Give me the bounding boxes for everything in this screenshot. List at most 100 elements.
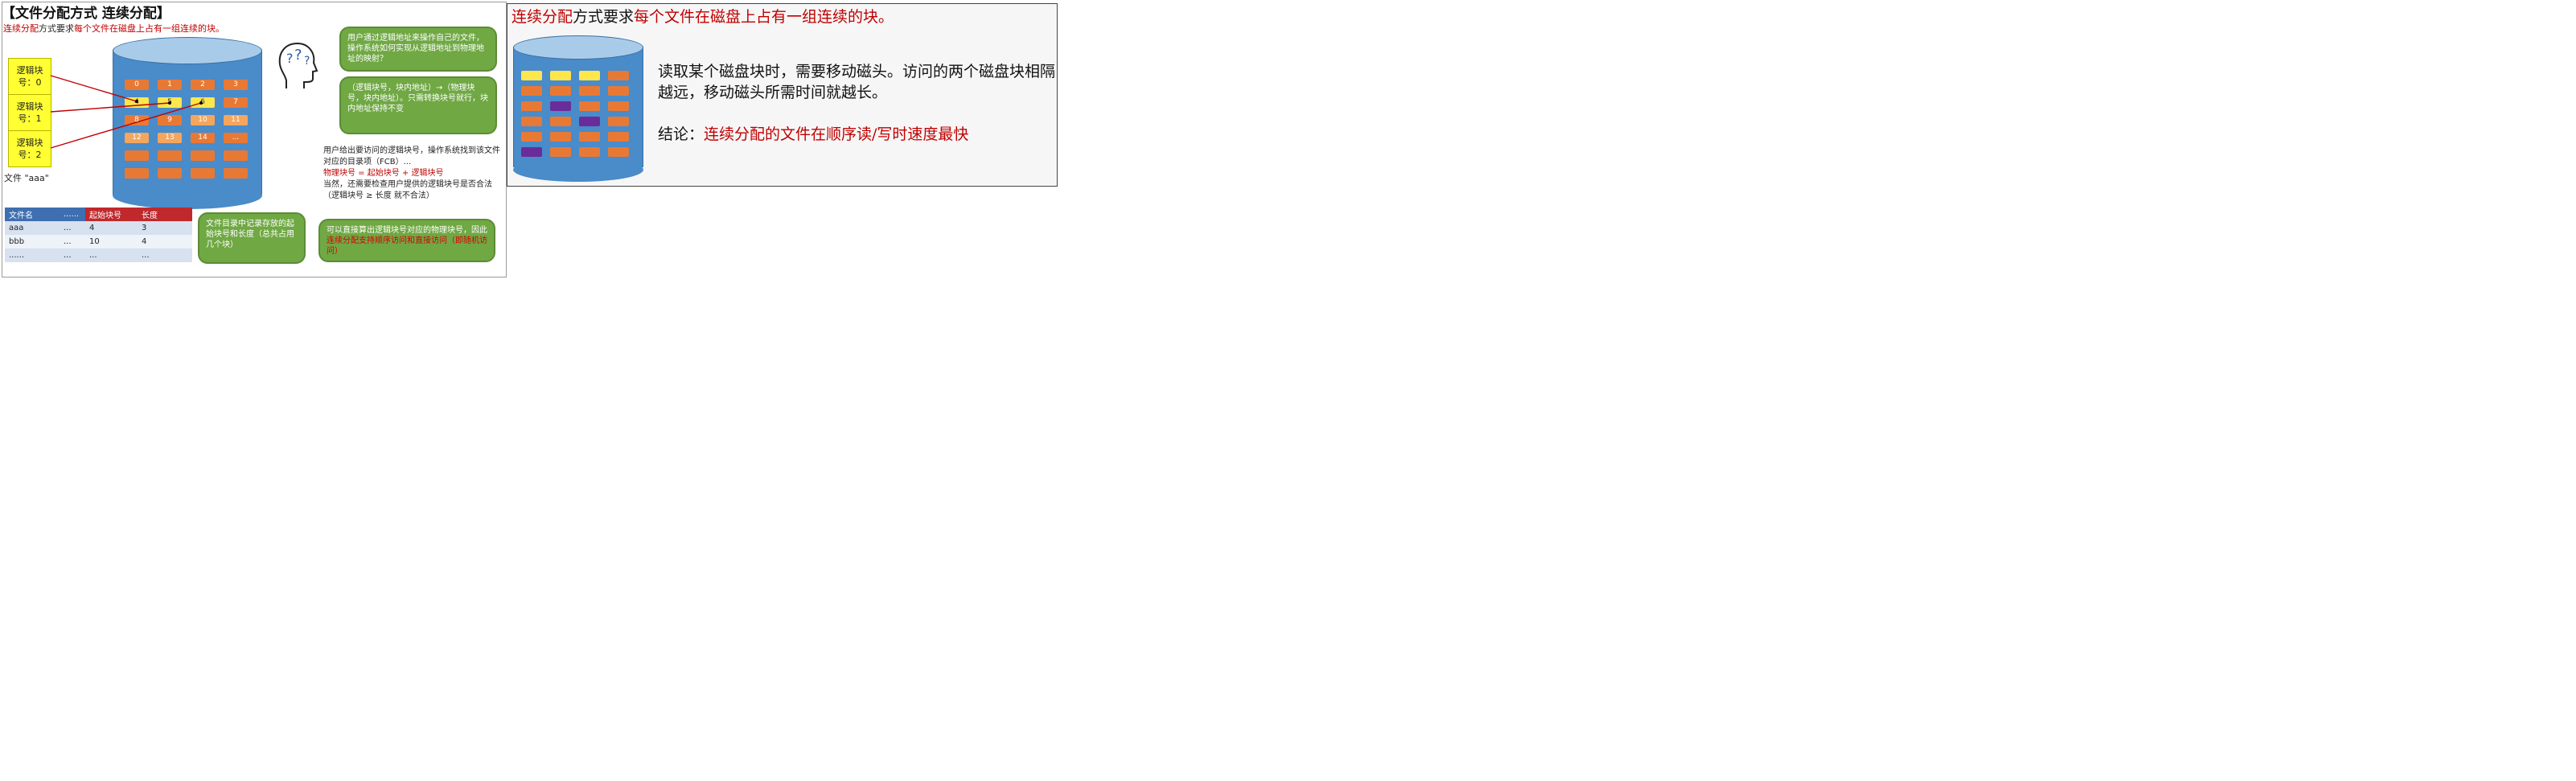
slide-title: 【文件分配方式 连续分配】	[2, 6, 171, 22]
file-label: 文件 "aaa"	[4, 173, 49, 183]
table-cell: ...	[60, 249, 85, 262]
table-cell: ...	[60, 221, 85, 235]
disk-block	[158, 150, 182, 161]
table-cell: 4	[138, 235, 192, 249]
conclusion-label: 结论：	[658, 125, 705, 143]
disk-block	[125, 150, 149, 161]
table-cell: ...	[85, 249, 138, 262]
disk-block	[521, 71, 542, 80]
disk-bottom	[113, 182, 262, 209]
disk-block: 9	[158, 115, 182, 125]
disk-block	[579, 71, 600, 80]
fcb-table: 文件名 ...... 起始块号 长度 aaa ... 4 3 bbb ... 1…	[5, 208, 192, 262]
map-dot	[135, 100, 138, 103]
table-header: 长度	[138, 208, 192, 221]
disk-block	[579, 132, 600, 142]
disk-block: 8	[125, 115, 149, 125]
table-row: ...... ... ... ...	[5, 249, 192, 262]
disk-block: 12	[125, 133, 149, 143]
disk-block	[608, 132, 629, 142]
access-text: 可以直接算出逻辑块号对应的物理块号，因此	[327, 226, 487, 235]
disk-bottom-right	[513, 158, 643, 182]
disk-block	[550, 147, 571, 157]
table-header-row: 文件名 ...... 起始块号 长度	[5, 208, 192, 221]
disk-block	[550, 132, 571, 142]
title-highlight-2: 每个文件在磁盘上占有一组连续的块。	[634, 8, 894, 26]
table-row: aaa ... 4 3	[5, 221, 192, 235]
table-cell: 3	[138, 221, 192, 235]
subtitle-highlight-2: 每个文件在磁盘上占有一组连续的块。	[74, 23, 224, 34]
seek-explanation: 读取某个磁盘块时，需要移动磁头。访问的两个磁盘块相隔越远，移动磁头所需时间就越长…	[658, 63, 1056, 101]
table-cell: bbb	[5, 235, 60, 249]
subtitle-highlight-1: 连续分配	[3, 23, 39, 34]
disk-block: 14	[191, 133, 215, 143]
disk-block: 3	[224, 80, 248, 90]
access-highlight: 连续分配支持顺序访问和直接访问（即随机访问）	[327, 236, 487, 256]
info-text: 用户给出要访问的逻辑块号，操作系统找到该文件对应的目录项（FCB）... 物理块…	[323, 146, 502, 202]
disk-block	[608, 117, 629, 126]
disk-block: 11	[224, 115, 248, 125]
map-line-0	[50, 75, 138, 102]
table-cell: 4	[85, 221, 138, 235]
disk-top-right	[513, 35, 643, 60]
info-line-3: 当然，还需要检查用户提供的逻辑块号是否合法（逻辑块号 ≥ 长度 就不合法）	[323, 180, 492, 200]
disk-block: 1	[158, 80, 182, 90]
disk-block: 6	[191, 97, 215, 108]
logical-block-2: 逻辑块号：2	[8, 130, 51, 167]
disk-block	[608, 147, 629, 157]
table-cell: 10	[85, 235, 138, 249]
info-formula: 物理块号 = 起始块号 + 逻辑块号	[323, 169, 444, 178]
title-highlight-1: 连续分配	[512, 8, 573, 26]
table-cell: ...	[138, 249, 192, 262]
table-header: ......	[60, 208, 85, 221]
disk-block	[224, 150, 248, 161]
table-cell: ......	[5, 249, 60, 262]
logical-block-1: 逻辑块号：1	[8, 94, 51, 131]
disk-block: 13	[158, 133, 182, 143]
disk-block	[521, 117, 542, 126]
disk-block: 7	[224, 97, 248, 108]
title-plain: 方式要求	[573, 8, 635, 26]
disk-block	[579, 117, 600, 126]
disk-block-grid-right	[513, 71, 642, 161]
slide-subtitle: 连续分配方式要求每个文件在磁盘上占有一组连续的块。	[3, 22, 224, 35]
disk-block: ...	[224, 133, 248, 143]
table-header: 起始块号	[85, 208, 138, 221]
svg-text:?: ?	[294, 47, 302, 64]
disk-block	[191, 150, 215, 161]
map-dot	[168, 101, 171, 105]
disk-block	[550, 101, 571, 111]
disk-block	[579, 86, 600, 96]
disk-block	[521, 147, 542, 157]
question-bubble: 用户通过逻辑地址来操作自己的文件，操作系统如何实现从逻辑地址到物理地址的映射？	[339, 27, 497, 72]
disk-block	[608, 101, 629, 111]
table-note-bubble: 文件目录中记录存放的起始块号和长度（总共占用几个块）	[198, 212, 306, 264]
right-slide-title: 连续分配方式要求每个文件在磁盘上占有一组连续的块。	[512, 5, 894, 27]
disk-block	[521, 86, 542, 96]
disk-block: 10	[191, 115, 215, 125]
svg-text:?: ?	[304, 55, 310, 68]
table-header: 文件名	[5, 208, 60, 221]
disk-block	[191, 168, 215, 179]
logical-block-0: 逻辑块号：0	[8, 58, 51, 95]
mapping-arrows	[50, 75, 203, 149]
disk-block	[579, 147, 600, 157]
disk-block	[550, 117, 571, 126]
thinking-head-icon: ? ? ?	[278, 43, 318, 88]
table-cell: aaa	[5, 221, 60, 235]
disk-block	[550, 86, 571, 96]
disk-block	[608, 71, 629, 80]
table-cell: ...	[60, 235, 85, 249]
disk-block	[579, 101, 600, 111]
disk-block-grid: 0 1 2 3 4 5 6 7 8 9 10 11 12 13 14 ...	[113, 77, 262, 190]
map-line-1	[50, 102, 171, 113]
svg-text:?: ?	[286, 51, 294, 66]
conclusion-text: 连续分配的文件在顺序读/写时速度最快	[704, 125, 969, 143]
mapping-bubble: （逻辑块号，块内地址）→（物理块号，块内地址）。只需转换块号就行，块内地址保持不…	[339, 76, 497, 134]
disk-block: 0	[125, 80, 149, 90]
disk-block	[521, 132, 542, 142]
disk-block	[550, 71, 571, 80]
info-line-1: 用户给出要访问的逻辑块号，操作系统找到该文件对应的目录项（FCB）...	[323, 146, 500, 166]
disk-block	[224, 168, 248, 179]
map-dot	[199, 101, 203, 105]
